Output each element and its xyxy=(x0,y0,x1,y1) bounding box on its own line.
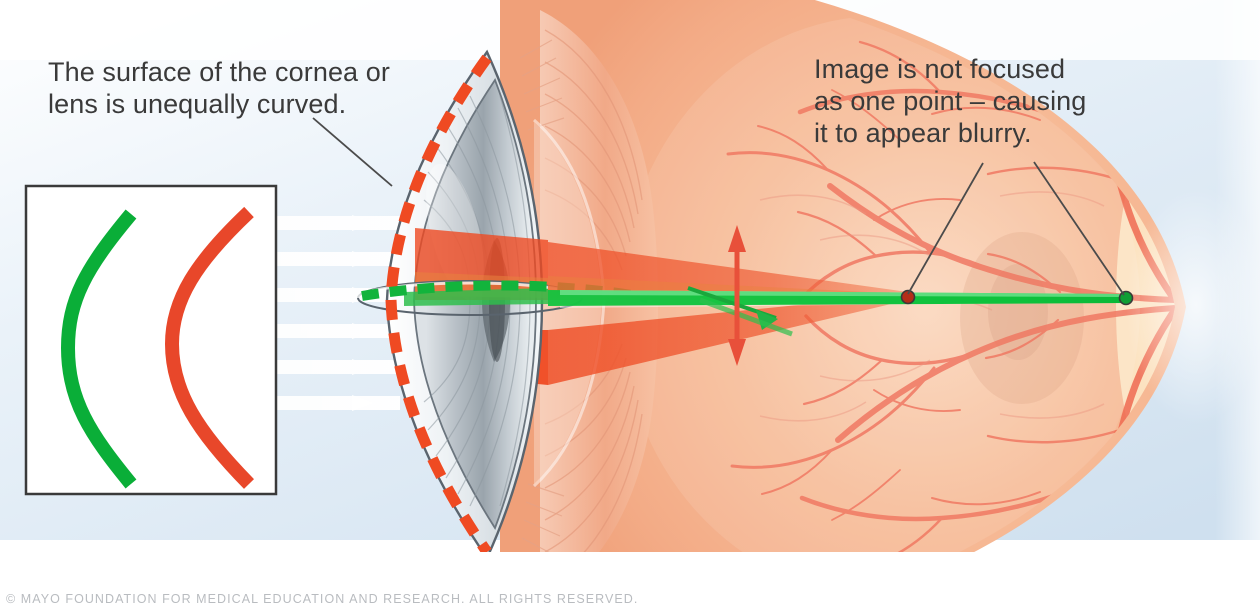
footer-band xyxy=(0,552,1260,615)
curvature-comparison-inset xyxy=(24,184,278,496)
caption-blurry-image: Image is not focused as one point – caus… xyxy=(814,54,1087,148)
fovea-shading xyxy=(988,264,1048,360)
inset-gentle-curve xyxy=(60,209,137,489)
red-cone-upper xyxy=(548,242,908,300)
right-edge-fade xyxy=(1215,0,1260,615)
blur-arrow-head-down xyxy=(728,339,746,366)
leader-lines xyxy=(312,117,1125,296)
red-dashed-curvature[interactable] xyxy=(385,54,492,556)
red-cone-lower xyxy=(548,294,908,385)
leader-line-left xyxy=(312,117,393,187)
blur-arrow-head-up xyxy=(728,225,746,252)
focal-point-markers xyxy=(900,289,1134,306)
far-focal-point-dot[interactable] xyxy=(1118,290,1134,306)
green-direction-arrow xyxy=(687,286,793,337)
cornea-lens-assembly xyxy=(356,49,649,561)
green-beam-slab xyxy=(404,288,548,306)
inset-steep-curve xyxy=(164,206,254,489)
copyright-notice: © MAYO FOUNDATION FOR MEDICAL EDUCATION … xyxy=(6,592,639,606)
blur-extent-arrow xyxy=(728,225,746,366)
macula-shading xyxy=(960,232,1084,404)
caption-cornea-curvature: The surface of the cornea or lens is une… xyxy=(48,57,390,119)
leader-line-near-focus xyxy=(907,162,984,295)
refracted-beams xyxy=(548,242,1130,337)
leader-line-far-focus xyxy=(1033,161,1125,296)
near-focal-point-dot[interactable] xyxy=(900,289,916,305)
